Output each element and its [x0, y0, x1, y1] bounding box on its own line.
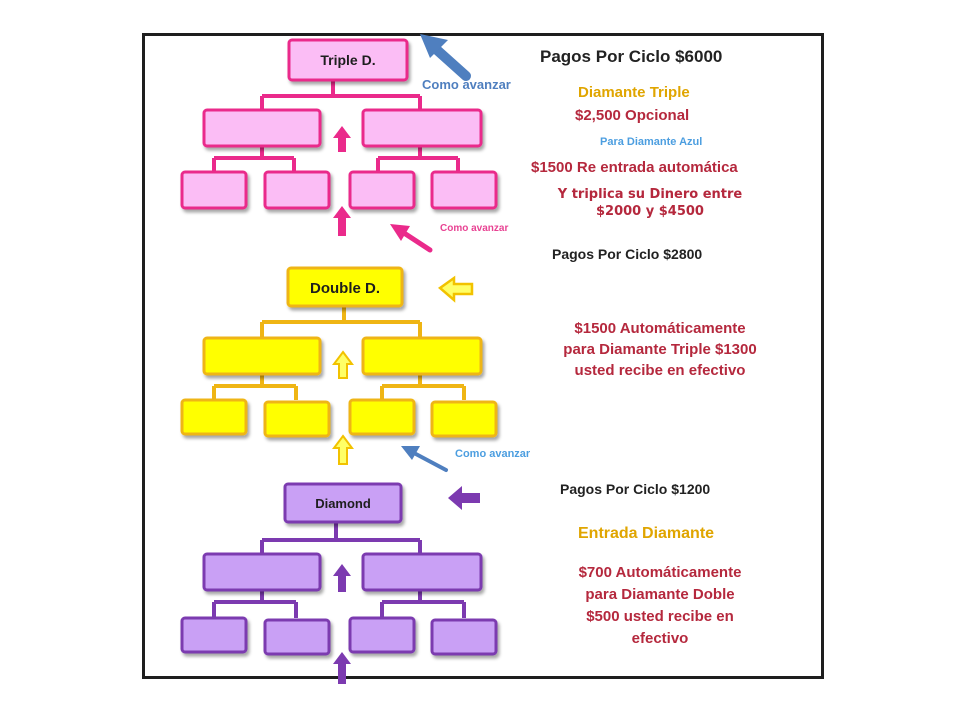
triple-connectors: [212, 80, 460, 172]
diamond-mid-left-box: [202, 552, 322, 592]
triple-mid-right-box: [361, 108, 483, 148]
diamond-up-arrow-icon: [333, 564, 351, 592]
diamond-mid-right-box: [361, 552, 483, 592]
triple-triplica-block: Y triplica su Dinero entre $2000 y $4500: [540, 186, 760, 220]
diamond-line-1: $700 Automáticamente: [578, 564, 742, 581]
triple-azul-text: Para Diamante Azul: [600, 136, 703, 148]
diamond-leaf-3: [348, 616, 416, 654]
double-leaf-4: [430, 400, 498, 438]
triple-up-arrow-icon: [333, 126, 351, 152]
blue-diagonal-arrow-icon: [420, 34, 471, 81]
double-up-arrow-icon: [332, 350, 354, 379]
diamond-pagos-text: Pagos Por Ciclo $1200: [560, 481, 711, 497]
diamond-leaf-4: [430, 618, 498, 656]
triple-pagos-text: Pagos Por Ciclo $6000: [540, 47, 723, 66]
triple-top-label: Triple D.: [320, 52, 375, 68]
double-leaf-3: [348, 398, 416, 436]
double-top-box: [286, 266, 404, 308]
triplica-line-1: Y triplica su Dinero entre: [557, 187, 743, 202]
triplica-line-2: $2000 y $4500: [596, 204, 704, 219]
triple-top-box: [287, 38, 409, 82]
triple-leaf-2: [263, 170, 331, 210]
blue-small-diagonal-arrow-icon: [401, 446, 448, 472]
diamond-left-arrow-icon: [448, 486, 480, 510]
double-connectors: [212, 306, 466, 400]
pink-diagonal-arrow-icon: [390, 224, 433, 253]
triple-mid-left-box: [202, 108, 322, 148]
diamond-bottom-up-arrow-icon: [333, 652, 351, 684]
como-avanzar-top: Como avanzar: [422, 77, 511, 92]
triple-reentrada-text: $1500 Re entrada automática: [531, 159, 738, 176]
diamond-line-3: $500 usted recibe en: [586, 608, 734, 625]
double-leaf-1: [180, 398, 248, 436]
tier-double: Double D.: [180, 266, 498, 465]
diamond-leaf-1: [180, 616, 248, 654]
double-top-label: Double D.: [310, 280, 380, 297]
diamond-line-4: efectivo: [631, 630, 689, 647]
diamond-connectors: [212, 522, 466, 618]
tier-triple: Triple D.: [180, 38, 498, 236]
double-leaf-2: [263, 400, 331, 438]
double-mid-left-box: [202, 336, 322, 376]
double-left-arrow-icon: [437, 275, 474, 303]
triple-bottom-up-arrow-icon: [333, 206, 351, 236]
triple-opcional-text: $2,500 Opcional: [575, 107, 690, 124]
como-avanzar-mid: Como avanzar: [440, 223, 509, 234]
triple-leaf-4: [430, 170, 498, 210]
double-info-block: $1500 Automáticamente para Diamante Trip…: [520, 318, 800, 381]
double-line-3: usted recibe en efectivo: [574, 362, 746, 379]
triple-leaf-3: [348, 170, 416, 210]
diamond-top-label: Diamond: [315, 496, 371, 511]
diamond-leaf-2: [263, 618, 331, 656]
triple-title-text: Diamante Triple: [578, 84, 690, 101]
diamond-title-text: Entrada Diamante: [578, 525, 715, 542]
double-mid-right-box: [361, 336, 483, 376]
tier-diamond: Diamond: [180, 482, 498, 684]
double-bottom-up-arrow-icon: [332, 434, 354, 465]
double-pagos-text: Pagos Por Ciclo $2800: [552, 246, 703, 262]
reentrada-amount: $1500: [531, 159, 573, 176]
triple-leaf-1: [180, 170, 248, 210]
double-line-2: para Diamante Triple $1300: [563, 341, 757, 358]
reentrada-desc: Re entrada automática: [572, 159, 738, 176]
diamond-info-block: $700 Automáticamente para Diamante Doble…: [540, 562, 780, 650]
double-line-1: $1500 Automáticamente: [574, 320, 746, 337]
como-avanzar-low: Como avanzar: [455, 448, 531, 460]
diamond-top-box: [283, 482, 403, 524]
diamond-line-2: para Diamante Doble: [585, 586, 735, 603]
